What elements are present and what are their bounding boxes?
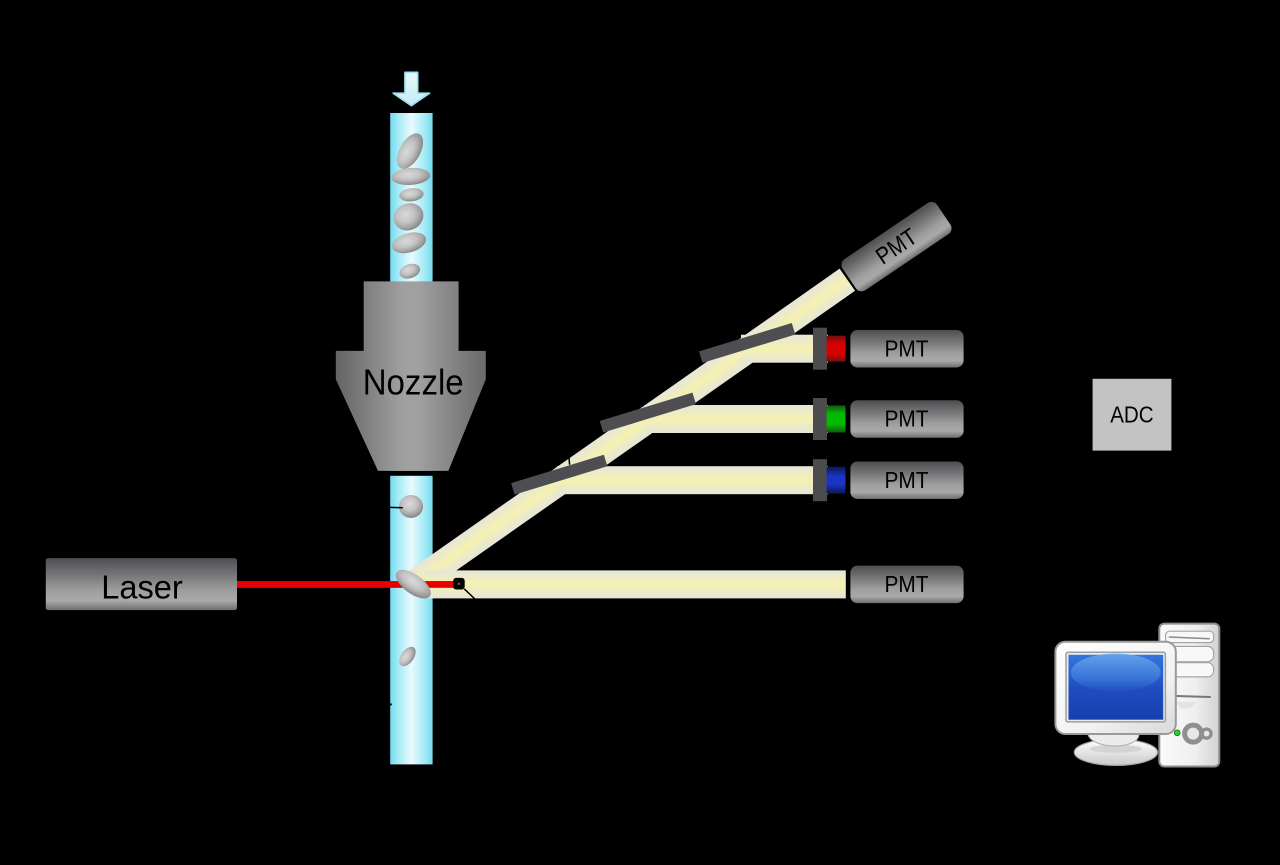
svg-text:PMT: PMT: [885, 335, 929, 361]
svg-text:Nozzle: Nozzle: [363, 362, 464, 403]
svg-text:PMT: PMT: [885, 467, 929, 493]
svg-text:PMT: PMT: [885, 571, 929, 597]
svg-text:Laser: Laser: [101, 569, 183, 606]
svg-text:PMT: PMT: [885, 406, 929, 432]
svg-text:ADC: ADC: [1110, 401, 1153, 427]
